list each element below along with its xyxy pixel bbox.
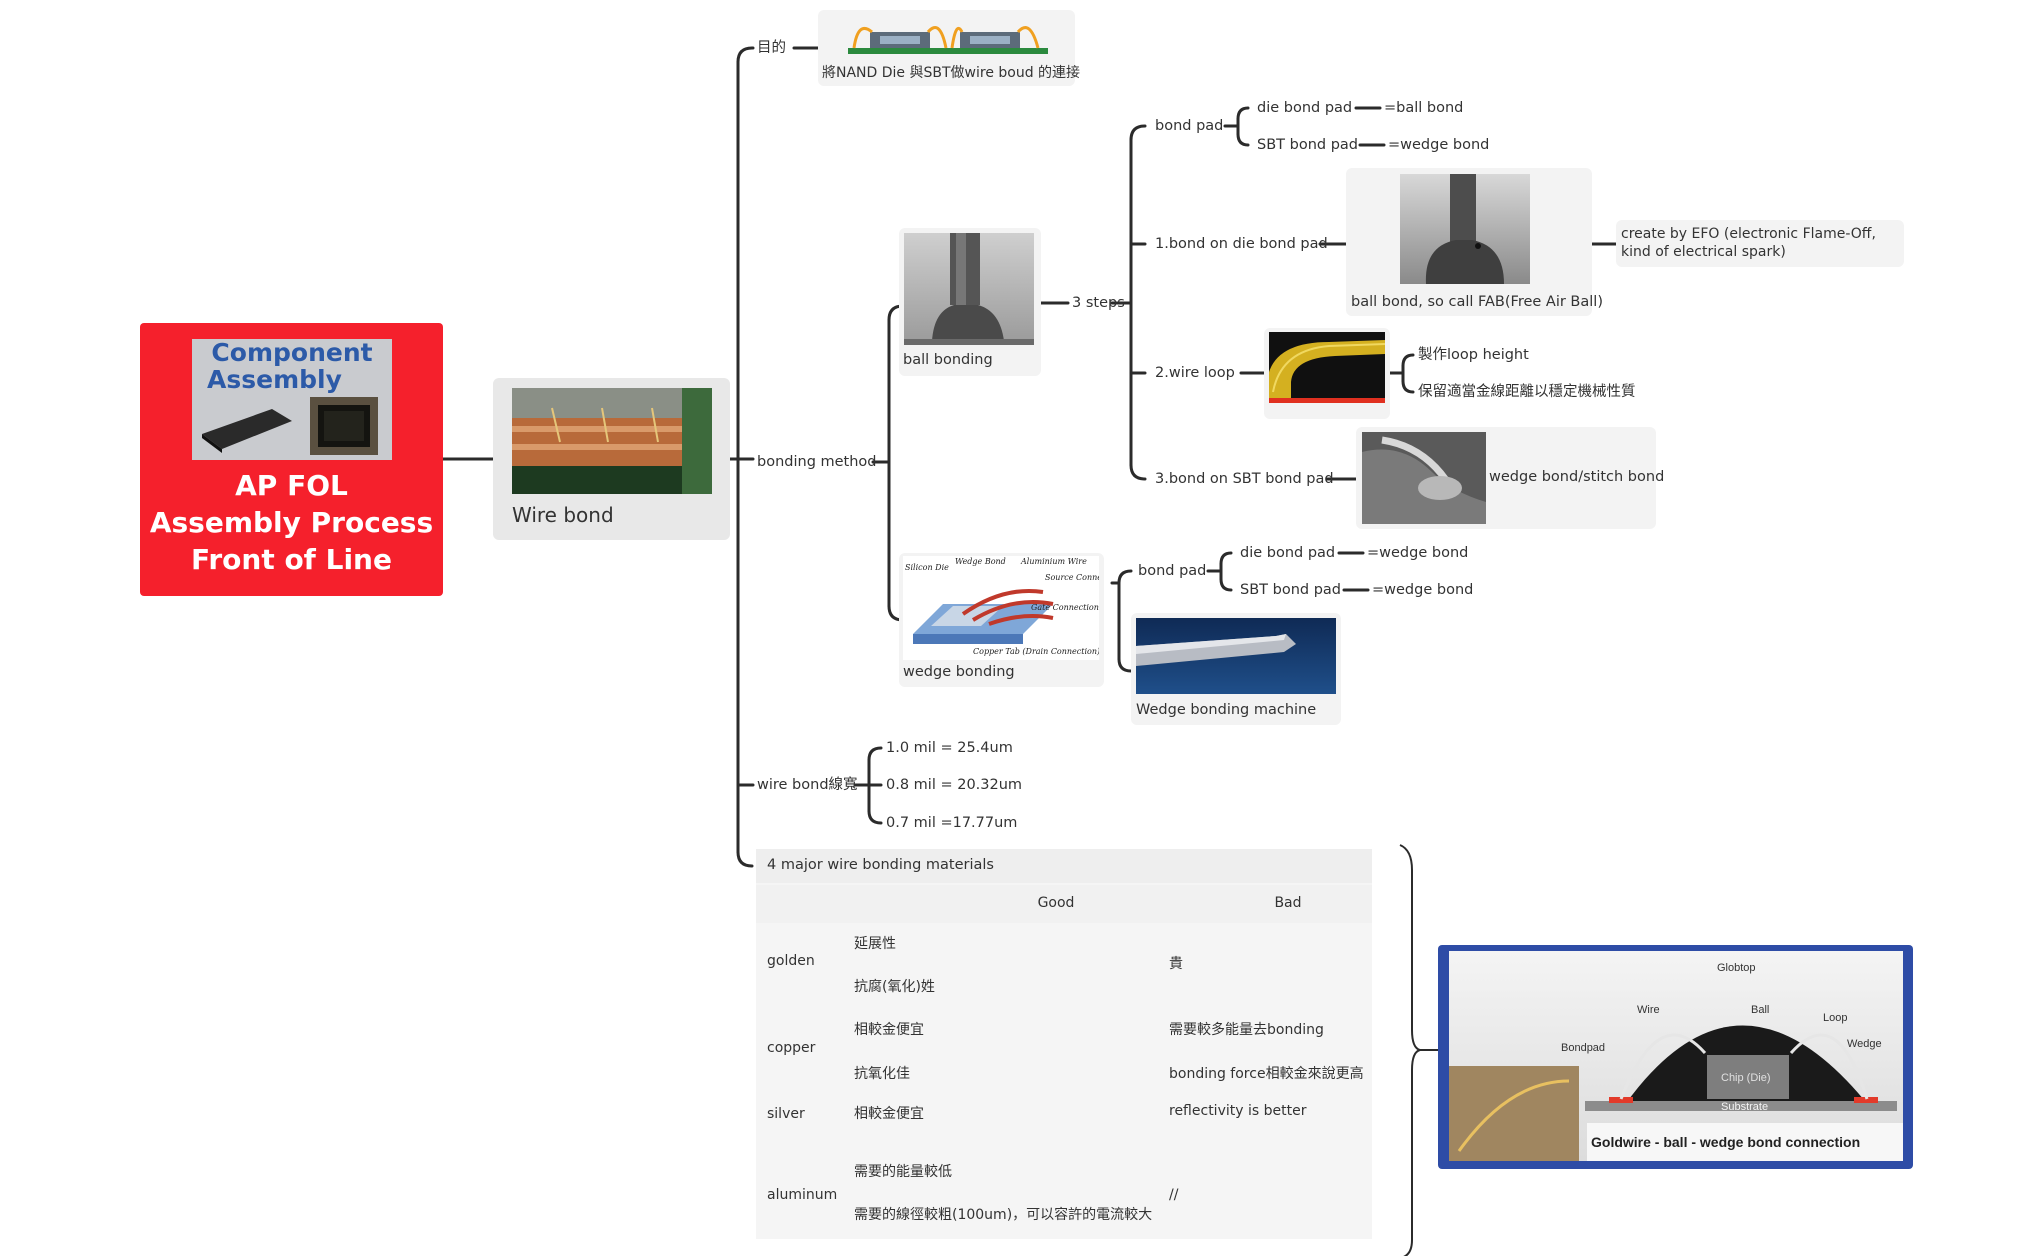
- wedge-sbt-bond-pad-value[interactable]: =wedge bond: [1372, 582, 1474, 598]
- row-golden-bad-1: 貴: [1169, 956, 1183, 972]
- row-copper-bad-2: bonding force相較金來說更高: [1169, 1066, 1364, 1082]
- wire-width-label[interactable]: wire bond線寬: [757, 777, 858, 793]
- image-label-copper-tab: Copper Tab (Drain Connection): [973, 647, 1099, 656]
- fab-ball-sem-image: [1400, 174, 1530, 284]
- goldwire-caption: Goldwire - ball - wedge bond connection: [1591, 1134, 1860, 1150]
- purpose-caption: 將NAND Die 與SBT做wire boud 的連接: [822, 65, 1081, 81]
- goldwire-label-chip: Chip (Die): [1721, 1072, 1771, 1084]
- goldwire-label-bondpad: Bondpad: [1561, 1042, 1605, 1054]
- ball-sbt-bond-pad-value[interactable]: =wedge bond: [1388, 137, 1490, 153]
- row-golden-name: golden: [767, 953, 815, 969]
- step1-card[interactable]: ball bond, so call FAB(Free Air Ball): [1346, 168, 1603, 316]
- wire-loop-note-1[interactable]: 製作loop height: [1418, 347, 1529, 363]
- image-title-line-1: Component: [211, 339, 373, 367]
- root-title: AP FOL Assembly Process Front of Line: [140, 467, 443, 578]
- goldwire-label-globtop: Globtop: [1717, 962, 1756, 974]
- component-assembly-image: Component Assembly: [192, 339, 392, 460]
- goldwire-label-substrate: Substrate: [1721, 1101, 1768, 1113]
- wire-bond-label: Wire bond: [512, 503, 614, 527]
- row-silver-bad-1: reflectivity is better: [1169, 1103, 1307, 1119]
- step3-label[interactable]: 3.bond on SBT bond pad: [1155, 471, 1334, 487]
- three-steps-label[interactable]: 3 steps: [1072, 295, 1125, 311]
- ball-bonding-card[interactable]: ball bonding: [899, 228, 1041, 376]
- wedge-die-bond-pad-label[interactable]: die bond pad: [1240, 545, 1336, 561]
- nand-die-diagram: [848, 26, 1048, 54]
- row-aluminum-bad-1: //: [1169, 1187, 1179, 1203]
- ball-sbt-bond-pad-label[interactable]: SBT bond pad: [1257, 137, 1358, 153]
- wedge-bonding-card[interactable]: Silicon Die Wedge Bond Aluminium Wire So…: [899, 553, 1104, 687]
- table-title-row: [756, 849, 1372, 883]
- image-label-source-connection: Source Connection: [1045, 573, 1099, 582]
- wire-bond-photo: [512, 388, 712, 494]
- wedge-machine-card[interactable]: Wedge bonding machine: [1131, 613, 1341, 725]
- ball-die-bond-pad-label[interactable]: die bond pad: [1257, 100, 1353, 116]
- purpose-card[interactable]: 將NAND Die 與SBT做wire boud 的連接: [818, 10, 1080, 86]
- row-copper-good-1: 相較金便宜: [854, 1022, 924, 1038]
- table-header-row: [756, 885, 1372, 923]
- wedge-bond-pad-label[interactable]: bond pad: [1138, 563, 1207, 579]
- goldwire-bond-diagram: Globtop Wire Ball Loop Bondpad Wedge Chi…: [1449, 951, 1903, 1161]
- materials-table: 4 major wire bonding materials Good Bad …: [756, 849, 1372, 1239]
- image-label-gate-connection: Gate Connection: [1031, 603, 1099, 612]
- row-aluminum-name: aluminum: [767, 1187, 838, 1203]
- bonding-method-label[interactable]: bonding method: [757, 454, 877, 470]
- ball-die-bond-pad-value[interactable]: =ball bond: [1384, 100, 1464, 116]
- image-title-line-2: Assembly: [207, 365, 342, 394]
- row-golden-good-1: 延展性: [854, 936, 896, 952]
- goldwire-label-loop: Loop: [1823, 1012, 1847, 1024]
- wire-width-item-1[interactable]: 1.0 mil = 25.4um: [886, 740, 1013, 756]
- row-silver-name: silver: [767, 1106, 805, 1122]
- row-golden-good-2: 抗腐(氧化)姓: [854, 979, 935, 995]
- row-copper-name: copper: [767, 1040, 816, 1056]
- root-topic[interactable]: Component Assembly AP FOL Assembly Proce…: [140, 323, 443, 596]
- purpose-label[interactable]: 目的: [757, 40, 786, 56]
- row-aluminum-good-2: 需要的線徑較粗(100um)，可以容許的電流較大: [854, 1207, 1153, 1223]
- table-title: 4 major wire bonding materials: [767, 857, 994, 873]
- column-header-bad: Bad: [1274, 895, 1302, 911]
- step3-card[interactable]: wedge bond/stitch bond: [1356, 427, 1664, 529]
- wire-loop-note-2[interactable]: 保留適當金線距離以穩定機械性質: [1418, 384, 1636, 400]
- step1-label[interactable]: 1.bond on die bond pad: [1155, 236, 1328, 252]
- row-aluminum-good-1: 需要的能量較低: [854, 1164, 952, 1180]
- goldwire-label-ball: Ball: [1751, 1004, 1769, 1016]
- efo-note-card[interactable]: create by EFO (electronic Flame-Off, kin…: [1616, 220, 1904, 267]
- step3-caption: wedge bond/stitch bond: [1489, 469, 1665, 485]
- row-silver-good-1: 相較金便宜: [854, 1106, 924, 1122]
- goldwire-label-wire: Wire: [1637, 1004, 1660, 1016]
- step1-caption: ball bond, so call FAB(Free Air Ball): [1351, 294, 1603, 310]
- goldwire-image-card[interactable]: Globtop Wire Ball Loop Bondpad Wedge Chi…: [1438, 945, 1913, 1169]
- efo-note: create by EFO (electronic Flame-Off, kin…: [1621, 226, 1876, 260]
- wedge-bonding-caption: wedge bonding: [903, 664, 1015, 680]
- column-header-good: Good: [1037, 895, 1075, 911]
- ball-bond-pad-label[interactable]: bond pad: [1155, 118, 1224, 134]
- root-title-line-3: Front of Line: [191, 543, 392, 576]
- root-title-line-1: AP FOL: [235, 469, 348, 502]
- goldwire-label-wedge: Wedge: [1847, 1038, 1882, 1050]
- wire-loop-image-card[interactable]: [1264, 328, 1390, 419]
- chip-illustration: [202, 397, 378, 455]
- wire-width-item-2[interactable]: 0.8 mil = 20.32um: [886, 777, 1023, 793]
- wire-width-item-3[interactable]: 0.7 mil =17.77um: [886, 815, 1018, 831]
- wire-loop-image: [1269, 332, 1385, 403]
- ball-bonding-caption: ball bonding: [903, 352, 993, 368]
- wedge-bond-diagram: Silicon Die Wedge Bond Aluminium Wire So…: [903, 556, 1099, 660]
- root-title-line-2: Assembly Process: [149, 506, 434, 539]
- image-label-aluminium-wire: Aluminium Wire: [1020, 557, 1087, 566]
- step2-label[interactable]: 2.wire loop: [1155, 365, 1235, 381]
- stitch-bond-sem-image: [1362, 432, 1486, 524]
- wedge-sbt-bond-pad-label[interactable]: SBT bond pad: [1240, 582, 1341, 598]
- row-copper-good-2: 抗氧化佳: [854, 1066, 910, 1082]
- wedge-machine-image: [1136, 618, 1336, 694]
- wire-bond-topic[interactable]: Wire bond: [493, 378, 730, 540]
- wedge-machine-caption: Wedge bonding machine: [1136, 702, 1317, 718]
- image-label-silicon-die: Silicon Die: [905, 563, 949, 572]
- ball-bond-sem-image: [904, 233, 1034, 345]
- row-copper-bad-1: 需要較多能量去bonding: [1169, 1022, 1324, 1038]
- wedge-die-bond-pad-value[interactable]: =wedge bond: [1367, 545, 1469, 561]
- image-label-wedge-bond: Wedge Bond: [955, 557, 1006, 566]
